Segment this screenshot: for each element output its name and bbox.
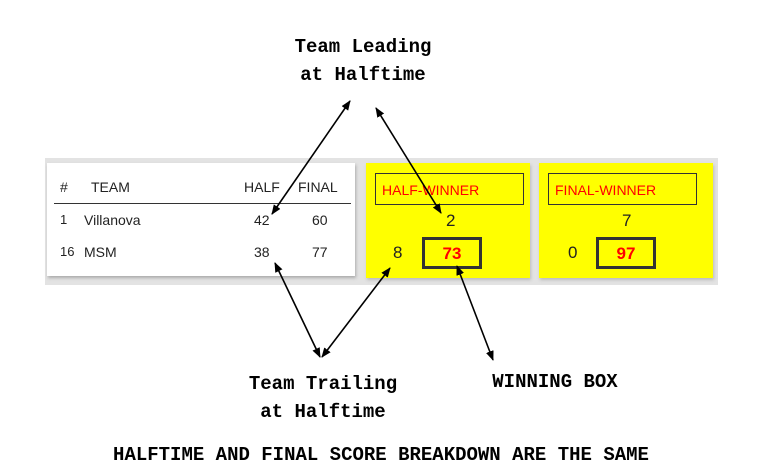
arrow-winning-box bbox=[456, 265, 494, 361]
final-winner-label: FINAL-WINNER bbox=[548, 173, 697, 205]
row-rank: 1 bbox=[60, 212, 68, 227]
half-left-digit: 8 bbox=[393, 243, 403, 262]
header-divider bbox=[54, 203, 351, 204]
trailing-line1: Team Trailing bbox=[248, 373, 398, 395]
arrow-trailing-digit bbox=[321, 267, 391, 358]
leading-line1: Team Leading bbox=[294, 36, 432, 58]
arrow-trailing-half bbox=[274, 262, 321, 358]
row-team: MSM bbox=[84, 244, 117, 260]
header-rank: # bbox=[60, 179, 68, 195]
half-winning-score: 73 bbox=[422, 237, 482, 269]
row-final: 60 bbox=[312, 212, 328, 228]
row-half: 42 bbox=[254, 212, 270, 228]
header-half: HALF bbox=[244, 179, 280, 195]
row-half: 38 bbox=[254, 244, 270, 260]
arrow-leading-half bbox=[271, 100, 351, 215]
row-rank: 16 bbox=[60, 244, 75, 259]
final-winning-score: 97 bbox=[596, 237, 656, 269]
row-team: Villanova bbox=[84, 212, 141, 228]
final-winner-box: FINAL-WINNER 7 0 97 bbox=[539, 163, 713, 278]
winning-box-label: WINNING BOX bbox=[492, 371, 618, 393]
trailing-line2: at Halftime bbox=[260, 401, 386, 423]
half-top-digit: 2 bbox=[446, 211, 456, 230]
arrow-leading-digit bbox=[375, 107, 442, 214]
final-top-digit: 7 bbox=[622, 211, 632, 230]
leading-line2: at Halftime bbox=[300, 64, 426, 86]
footer-caption: HALFTIME AND FINAL SCORE BREAKDOWN ARE T… bbox=[113, 444, 649, 466]
header-team: TEAM bbox=[91, 179, 130, 195]
trailing-label: Team Trailing at Halftime bbox=[223, 370, 423, 426]
final-left-digit: 0 bbox=[568, 243, 578, 262]
row-final: 77 bbox=[312, 244, 328, 260]
leading-label: Team Leading at Halftime bbox=[263, 33, 463, 89]
